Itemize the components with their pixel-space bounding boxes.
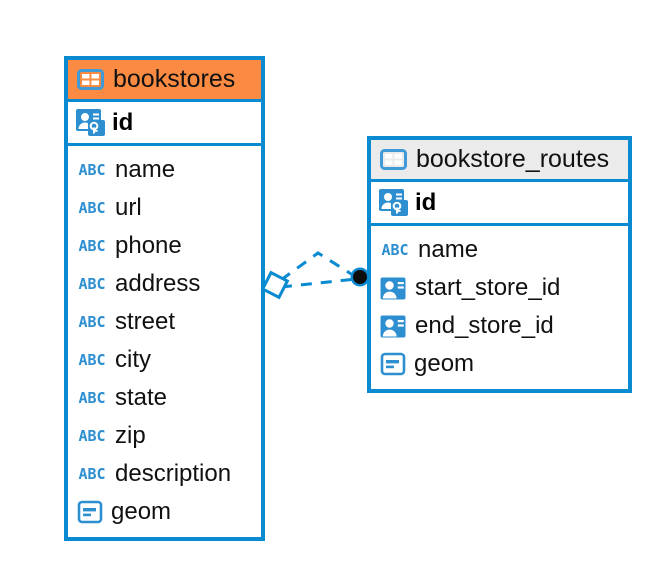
text-field-icon: ABC: [78, 198, 106, 217]
field-label: name: [115, 156, 176, 183]
primary-key-icon: [379, 189, 408, 216]
field-list: ABC name ABC url ABC phone ABC address A…: [68, 146, 261, 537]
text-field-icon: ABC: [78, 464, 106, 483]
field-label: geom: [111, 498, 172, 525]
entity-title: bookstore_routes: [416, 145, 610, 173]
field-row-description[interactable]: ABC description: [68, 455, 261, 493]
field-label: start_store_id: [415, 274, 561, 301]
field-label: geom: [414, 350, 475, 377]
text-field-icon: ABC: [381, 240, 409, 259]
entity-header-bookstores[interactable]: bookstores: [68, 60, 261, 102]
table-icon: [380, 149, 407, 170]
field-row-name[interactable]: ABC name: [371, 231, 628, 269]
geometry-field-icon: [77, 500, 103, 524]
entity-title: bookstores: [113, 65, 236, 93]
entity-table-bookstore-routes[interactable]: bookstore_routes id ABC: [367, 136, 632, 393]
field-row-end-store-id[interactable]: end_store_id: [371, 307, 628, 345]
primary-key-label: id: [112, 108, 134, 136]
text-field-icon: ABC: [78, 312, 106, 331]
relationship-line-upper: [280, 251, 357, 282]
entity-table-bookstores[interactable]: bookstores id ABC: [64, 56, 265, 541]
field-label: end_store_id: [415, 312, 554, 339]
primary-key-row-id[interactable]: id: [68, 102, 261, 146]
entity-header-bookstore-routes[interactable]: bookstore_routes: [371, 140, 628, 182]
relationship-line-lower: [280, 277, 357, 289]
field-label: description: [115, 460, 232, 487]
field-row-url[interactable]: ABC url: [68, 189, 261, 227]
field-row-zip[interactable]: ABC zip: [68, 417, 261, 455]
geometry-field-icon: [380, 352, 406, 376]
text-field-icon: ABC: [78, 350, 106, 369]
field-row-geom[interactable]: geom: [371, 345, 628, 383]
field-list: ABC name start_store_id: [371, 226, 628, 389]
foreign-key-icon: [380, 315, 407, 338]
field-label: street: [115, 308, 176, 335]
field-row-start-store-id[interactable]: start_store_id: [371, 269, 628, 307]
field-label: name: [418, 236, 479, 263]
text-field-icon: ABC: [78, 388, 106, 407]
foreign-key-icon: [380, 277, 407, 300]
text-field-icon: ABC: [78, 274, 106, 293]
field-label: zip: [115, 422, 146, 449]
text-field-icon: ABC: [78, 160, 106, 179]
text-field-icon: ABC: [78, 426, 106, 445]
field-row-phone[interactable]: ABC phone: [68, 227, 261, 265]
field-row-address[interactable]: ABC address: [68, 265, 261, 303]
field-row-city[interactable]: ABC city: [68, 341, 261, 379]
field-row-street[interactable]: ABC street: [68, 303, 261, 341]
field-label: state: [115, 384, 168, 411]
primary-key-icon: [76, 109, 105, 136]
field-row-state[interactable]: ABC state: [68, 379, 261, 417]
field-label: url: [115, 194, 142, 221]
field-row-geom[interactable]: geom: [68, 493, 261, 531]
field-label: city: [115, 346, 151, 373]
primary-key-label: id: [415, 188, 437, 216]
primary-key-row-id[interactable]: id: [371, 182, 628, 226]
table-icon: [77, 69, 104, 90]
field-label: phone: [115, 232, 182, 259]
text-field-icon: ABC: [78, 236, 106, 255]
field-row-name[interactable]: ABC name: [68, 151, 261, 189]
field-label: address: [115, 270, 201, 297]
